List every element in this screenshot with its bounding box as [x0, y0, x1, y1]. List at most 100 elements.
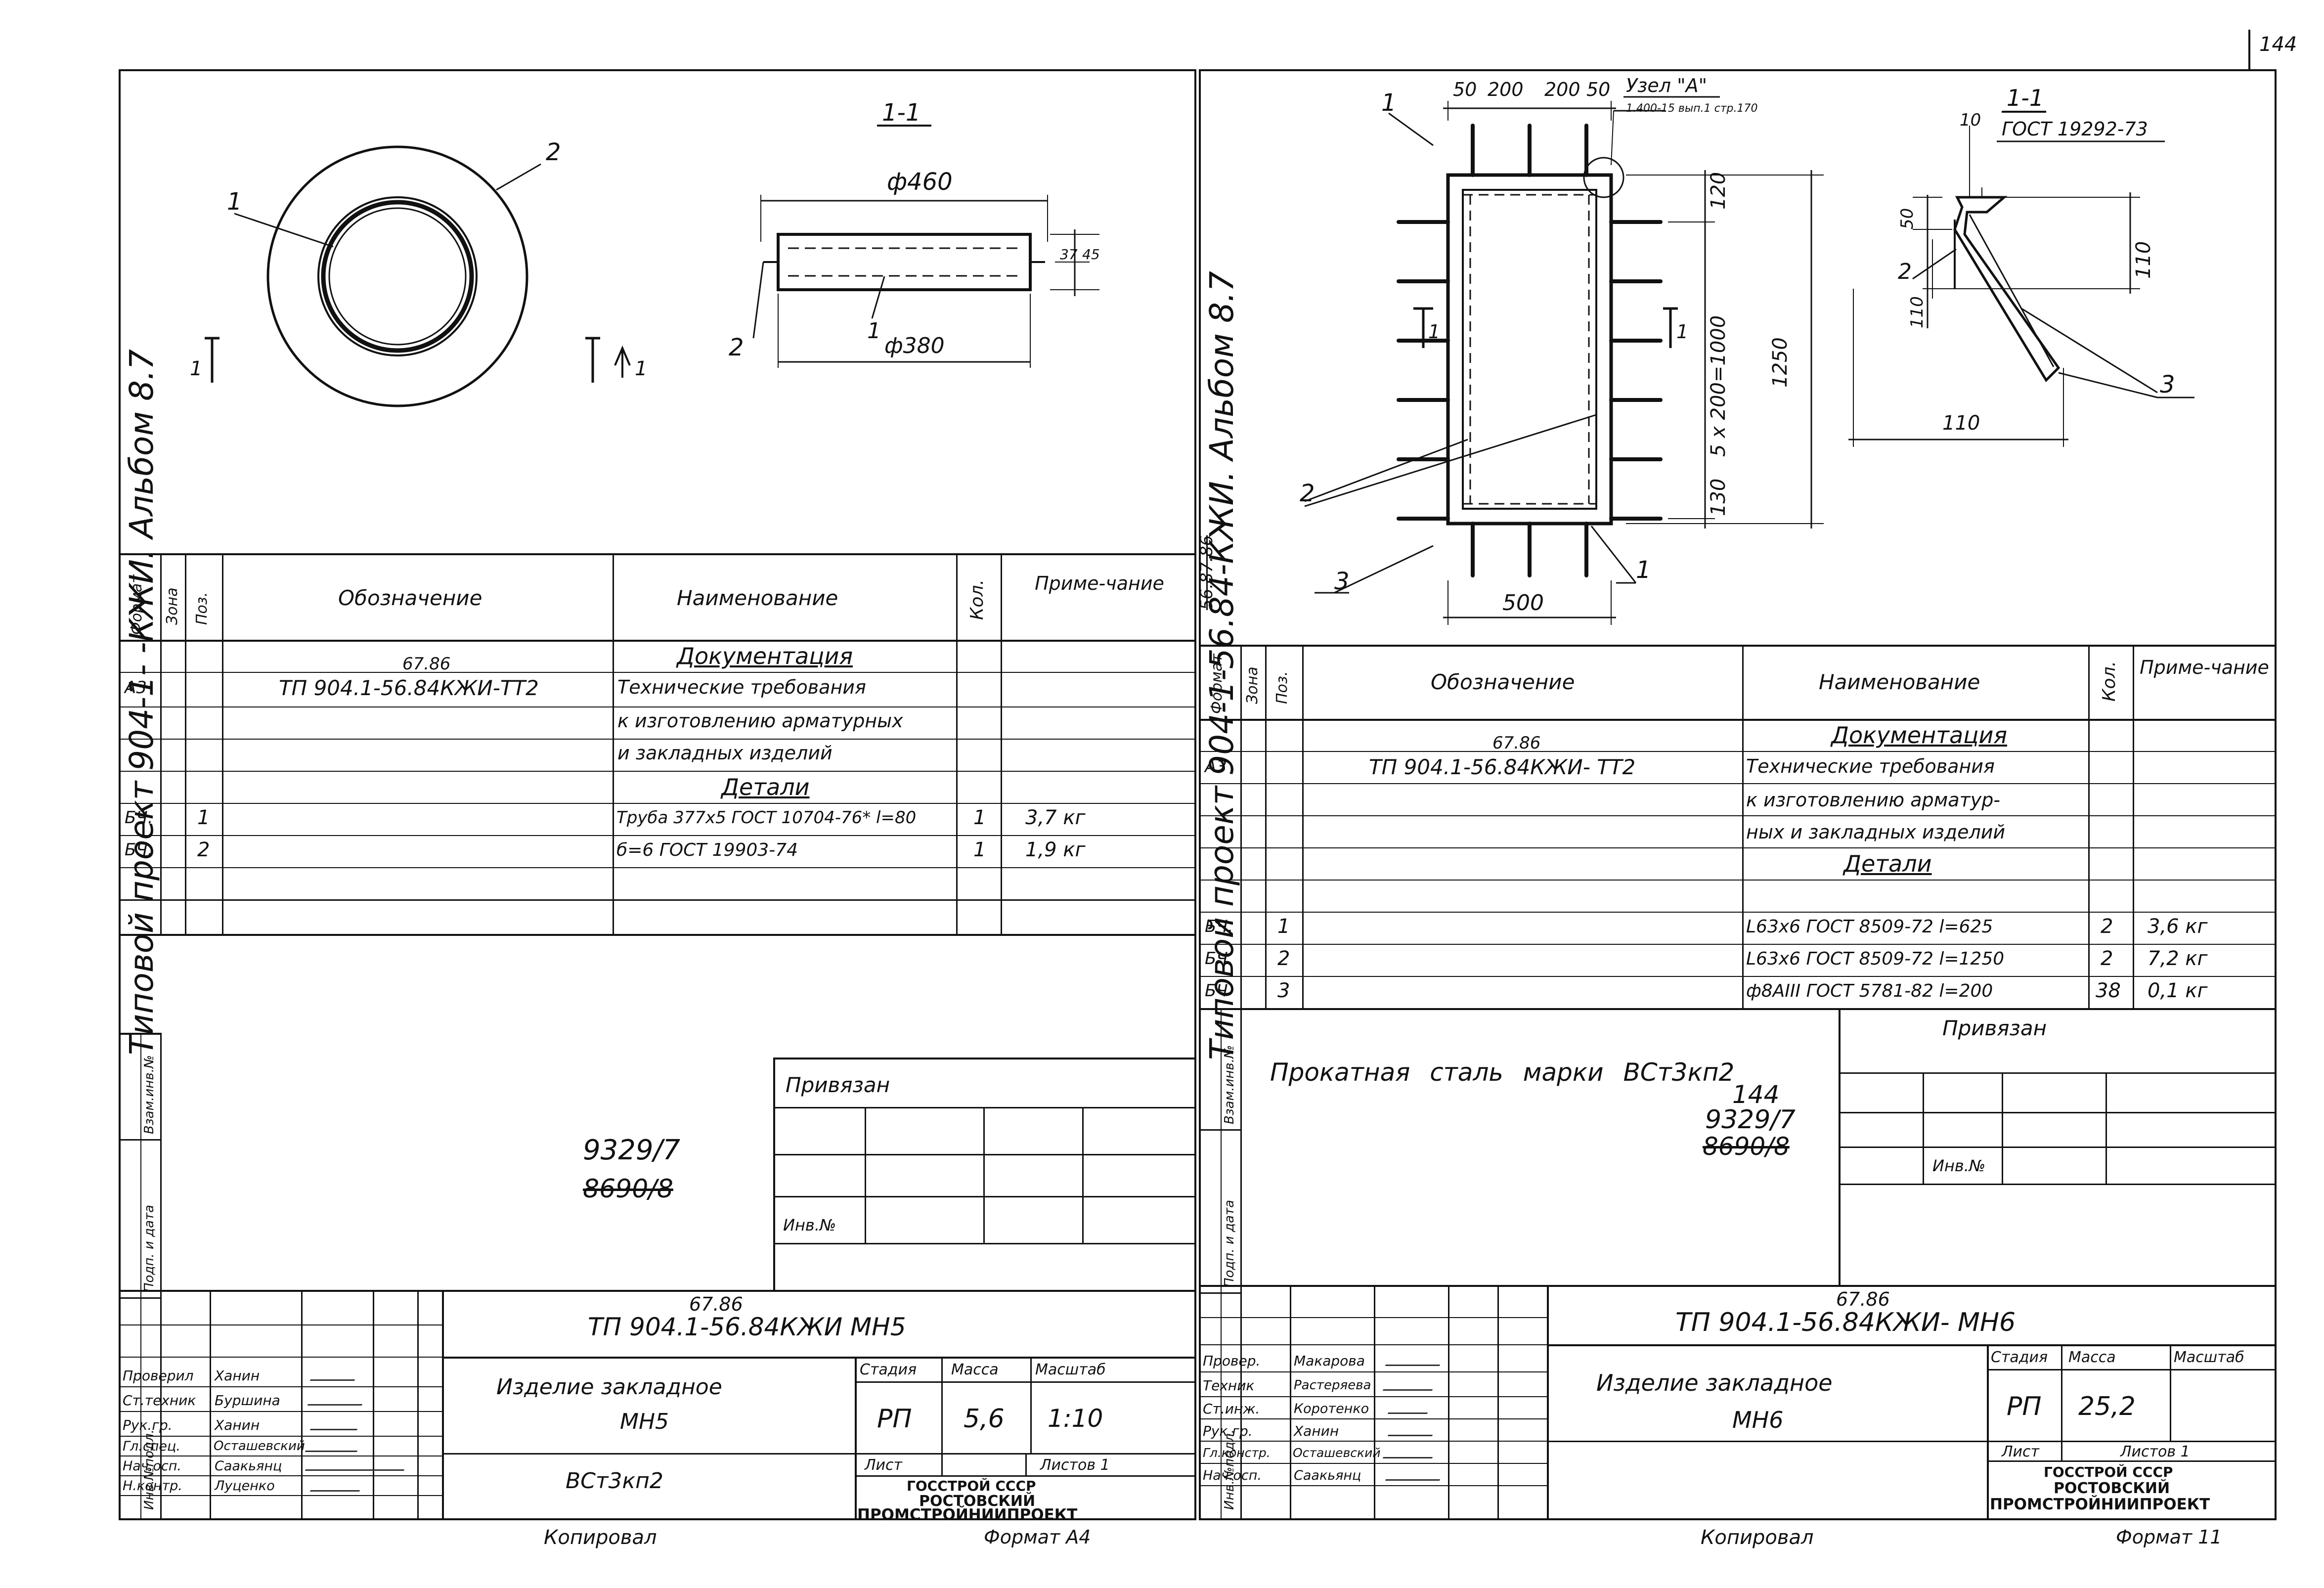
- left-staff-role-1: Проверил: [123, 1367, 194, 1384]
- left-callout-1b: 1: [867, 318, 881, 344]
- pipe-section-view: [752, 195, 1099, 368]
- right-staff-role-1: Провер.: [1203, 1353, 1261, 1369]
- right-row3-qty: 38: [2096, 979, 2121, 1002]
- left-staff-name-5: Саакьянц: [215, 1458, 282, 1474]
- right-doc-format: А3: [1205, 757, 1227, 777]
- left-stage-label: Стадия: [860, 1361, 917, 1378]
- right-stamp-replaced-inv: Взам.инв.№: [1222, 1045, 1237, 1124]
- right-staff-name-3: Коротенко: [1294, 1401, 1369, 1416]
- right-doc-name-line3: ных и закладных изделий: [1746, 821, 2006, 843]
- left-material: ВСт3кп2: [566, 1468, 663, 1494]
- right-org-line1: ГОССТРОЙ СССР: [2044, 1464, 2173, 1480]
- left-dim-380: ф380: [884, 333, 945, 358]
- left-hdr-zone: Зона: [164, 587, 181, 625]
- right-staff-role-3: Ст.инж.: [1203, 1401, 1260, 1417]
- left-staff-role-4: Гл.спец.: [123, 1439, 180, 1454]
- left-code-correction: 67.86: [689, 1293, 743, 1315]
- left-staff-name-4: Осташевский: [214, 1439, 305, 1454]
- right-org-line2: РОСТОВСКИЙ: [2054, 1480, 2170, 1497]
- right-staff-name-5: Осташевский: [1293, 1446, 1381, 1460]
- right-dim-1250: 1250: [1769, 337, 1792, 388]
- right-callout-3: 3: [1334, 568, 1350, 595]
- left-row2-note: 1,9 кг: [1025, 838, 1086, 861]
- left-archive-old: 8690/8: [583, 1174, 673, 1204]
- right-row2-name: L63х6 ГОСТ 8509-72 l=1250: [1746, 949, 2005, 969]
- left-drawing-code: ТП 904.1-56.84КЖИ МН5: [588, 1313, 906, 1341]
- left-staff-name-3: Ханин: [215, 1417, 260, 1433]
- right-row2-qty: 2: [2101, 947, 2113, 970]
- right-signature-2: [1382, 1375, 1440, 1391]
- left-doc-format: А3: [125, 678, 147, 698]
- left-doc-correction: 67.86: [402, 654, 451, 674]
- right-section-mark-b: 1: [1676, 321, 1688, 343]
- left-staff-role-2: Ст.техник: [123, 1392, 196, 1409]
- right-hdr-qty: Кол.: [2099, 661, 2119, 702]
- left-section-title: 1-1: [882, 99, 921, 127]
- left-dim-460: ф460: [887, 168, 953, 196]
- left-mass-label: Масса: [951, 1361, 999, 1378]
- right-signature-1: [1385, 1351, 1447, 1366]
- left-signature-3: [309, 1415, 364, 1430]
- left-section-mark-a: 1: [190, 357, 202, 380]
- right-row3-format: БЧ: [1205, 981, 1228, 1001]
- left-privyazan: Привязан: [786, 1073, 890, 1097]
- left-dim-45: 45: [1082, 246, 1100, 263]
- right-signature-5: [1382, 1443, 1440, 1458]
- left-doc-designation: ТП 904.1-56.84КЖИ-ТТ2: [279, 676, 539, 700]
- right-staff-role-2: Техник: [1203, 1377, 1255, 1394]
- right-row2-note: 7,2 кг: [2148, 947, 2208, 970]
- right-scale-label: Масштаб: [2174, 1349, 2244, 1366]
- right-hdr-zone: Зона: [1244, 666, 1261, 704]
- left-staff-role-5: Нач.осп.: [123, 1458, 181, 1474]
- right-dim-110c: 110: [1942, 412, 1980, 435]
- left-staff-name-1: Ханин: [215, 1367, 260, 1384]
- left-row2-format: БЧ.: [125, 840, 153, 860]
- right-hdr-format: Формат: [1208, 654, 1226, 714]
- right-doc-designation: ТП 904.1-56.84КЖИ- ТТ2: [1369, 755, 1636, 779]
- left-signature-6: [309, 1476, 367, 1492]
- right-dim-500: 500: [1502, 590, 1544, 616]
- right-row1-format: БЧ.: [1205, 917, 1233, 936]
- right-dim-110b: 110: [2132, 241, 2155, 279]
- right-drawing-mn6: 50 200 200 50 Узел "А" 1.400-15 вып.1 ст…: [1300, 75, 2194, 625]
- right-node-label: Узел "А": [1626, 75, 1707, 96]
- right-signature-6: [1385, 1465, 1447, 1481]
- left-doc-name-line1: Технические требования: [617, 676, 866, 698]
- right-node-ref: 1.400-15 вып.1 стр.170: [1626, 102, 1757, 115]
- right-signature-3: [1387, 1399, 1435, 1414]
- left-inv-no: Инв.№: [783, 1216, 836, 1235]
- right-dim-50a: 50: [1453, 79, 1477, 100]
- right-staff-name-1: Макарова: [1294, 1353, 1365, 1369]
- right-mass-label: Масса: [2068, 1349, 2116, 1366]
- left-staff-role-3: Рук.гр.: [123, 1417, 173, 1433]
- left-section-mark-b: 1: [635, 357, 647, 380]
- right-archive-sheet: 144: [1732, 1080, 1780, 1109]
- right-staff-name-2: Растеряева: [1294, 1378, 1371, 1393]
- left-doc-name-line3: и закладных изделий: [617, 742, 833, 764]
- left-row1-format: БЧ.: [125, 808, 153, 828]
- left-sheet: Типовой проект 904-1- -КЖИ. Альбом 8.7 1…: [119, 69, 1196, 1523]
- right-stage: РП: [2007, 1392, 2042, 1421]
- right-mass: 25,2: [2078, 1392, 2136, 1421]
- left-hdr-designation: Обозначение: [338, 586, 482, 610]
- right-drawing-code: ТП 904.1-56.84КЖИ- МН6: [1675, 1308, 2016, 1337]
- right-row1-name: L63х6 ГОСТ 8509-72 l=625: [1746, 917, 1993, 937]
- left-hdr-note: Приме-чание: [1035, 573, 1164, 594]
- right-steel-note: Прокатная сталь марки ВСт3кп2: [1270, 1058, 1735, 1087]
- right-org-line3: ПРОМСТРОЙНИИПРОЕКТ: [1990, 1496, 2210, 1513]
- right-doc-correction: 67.86: [1492, 733, 1541, 753]
- right-item-mark: МН6: [1732, 1407, 1784, 1433]
- right-row2-pos: 2: [1277, 947, 1290, 970]
- left-hdr-name: Наименование: [677, 586, 838, 610]
- right-staff-name-4: Ханин: [1294, 1423, 1339, 1439]
- left-signature-1: [309, 1366, 362, 1381]
- right-callout-3b: 3: [2160, 371, 2175, 398]
- right-callout-1: 1: [1381, 89, 1397, 117]
- right-hdr-designation: Обозначение: [1431, 670, 1575, 694]
- left-scale: 1:10: [1048, 1404, 1103, 1433]
- right-section-title: 1-1: [2007, 85, 2044, 111]
- left-row2-pos: 2: [197, 838, 210, 861]
- right-hdr-name: Наименование: [1819, 670, 1980, 694]
- right-code-correction: 67.86: [1836, 1288, 1890, 1310]
